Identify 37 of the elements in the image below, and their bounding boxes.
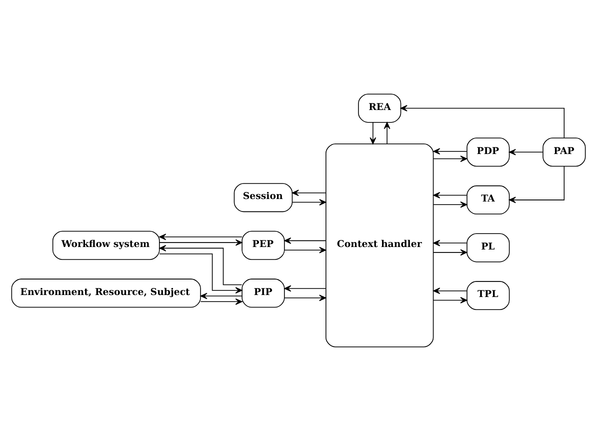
node-box: Session: [234, 182, 293, 212]
arrow: [200, 298, 242, 304]
arrow: [384, 122, 390, 144]
arrow: [433, 296, 468, 303]
arrow: [508, 166, 565, 203]
arrow: [370, 122, 376, 144]
arrow: [159, 238, 242, 246]
arrow: [200, 292, 242, 299]
node-box: REA: [358, 93, 402, 122]
node-box: PEP: [242, 230, 285, 260]
node-box: PAP: [542, 137, 586, 166]
arrow: [159, 252, 242, 294]
arrow: [508, 148, 544, 155]
arrow: [433, 200, 468, 208]
arrow: [284, 294, 326, 301]
arrow: [284, 284, 326, 292]
node-box: PIP: [242, 278, 285, 308]
node-box: PDP: [466, 137, 510, 166]
arrow: [433, 148, 468, 154]
arrow: [433, 192, 468, 198]
arrow: [433, 155, 468, 162]
node-box: TA: [466, 184, 510, 214]
arrow: [159, 244, 242, 285]
arrow: [159, 233, 242, 240]
arrow: [433, 287, 468, 294]
arrow: [400, 104, 565, 138]
arrow: [284, 236, 326, 244]
arrow: [433, 248, 468, 256]
arrow: [284, 246, 326, 253]
node-box: PL: [466, 232, 510, 262]
node-box: TPL: [466, 280, 510, 310]
arrow: [292, 198, 326, 205]
node-box: Context handler: [326, 143, 434, 347]
arrow: [433, 239, 468, 246]
arrow: [292, 189, 326, 196]
node-box: Environment, Resource, Subject: [11, 278, 201, 308]
node-box: Workflow system: [52, 230, 160, 260]
